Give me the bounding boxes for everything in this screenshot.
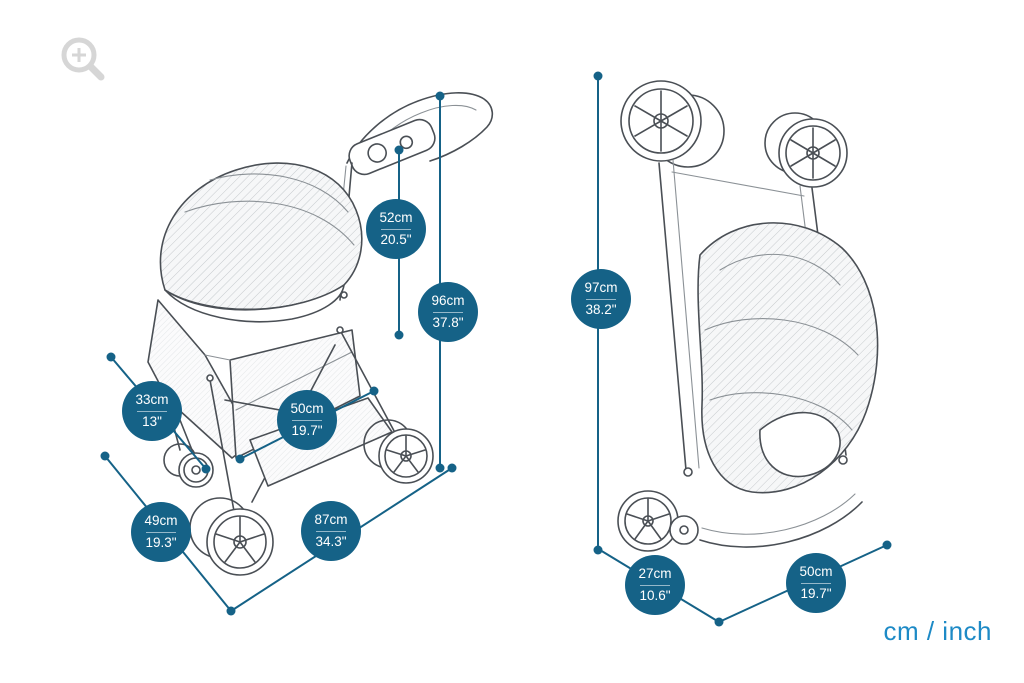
dimension-cm-value: 96cm: [431, 293, 465, 309]
dimension-badge-folded-length: 50cm 19.7": [786, 553, 846, 613]
dimension-cm-value: 50cm: [290, 401, 324, 417]
dimension-cm-value: 33cm: [135, 392, 169, 408]
dimension-inch-value: 38.2": [585, 301, 617, 317]
badge-divider: [433, 311, 463, 313]
badge-divider: [381, 228, 411, 230]
dimension-badge-base-width: 49cm 19.3": [131, 502, 191, 562]
dimension-inch-value: 19.3": [145, 534, 177, 550]
dimension-inch-value: 13": [142, 413, 162, 429]
dimension-cm-value: 49cm: [144, 513, 178, 529]
badge-divider: [316, 530, 346, 532]
unit-label: cm / inch: [883, 616, 992, 646]
dimension-inch-value: 34.3": [315, 533, 347, 549]
dimension-inch-value: 37.8": [432, 314, 464, 330]
stroller-open-illustration: [147, 92, 494, 576]
badge-divider: [586, 298, 616, 300]
folded-canopy: [697, 222, 879, 494]
stroller-wheels: [163, 419, 434, 576]
dimension-badge-cabin-width: 50cm 19.7": [277, 390, 337, 450]
dimension-inch-value: 19.7": [291, 422, 323, 438]
dimension-inch-value: 20.5": [380, 231, 412, 247]
badge-divider: [146, 531, 176, 533]
dimension-cm-value: 87cm: [314, 512, 348, 528]
folded-top-wheels: [620, 80, 848, 188]
zoom-icon[interactable]: [61, 37, 105, 81]
folded-bottom-wheels: [617, 490, 863, 552]
stroller-handle: [330, 92, 494, 303]
badge-divider: [292, 419, 322, 421]
dimension-badge-handle-height: 96cm 37.8": [418, 282, 478, 342]
dimension-badge-cabin-depth: 33cm 13": [122, 381, 182, 441]
dimension-badge-handle-width: 52cm 20.5": [366, 199, 426, 259]
dimension-badge-folded-depth: 27cm 10.6": [625, 555, 685, 615]
dimension-cm-value: 52cm: [379, 210, 413, 226]
badge-divider: [640, 584, 670, 586]
badge-divider: [137, 410, 167, 412]
dimension-cm-value: 97cm: [584, 280, 618, 296]
dimension-cm-value: 50cm: [799, 564, 833, 580]
dimension-badge-folded-height: 97cm 38.2": [571, 269, 631, 329]
dimension-inch-value: 19.7": [800, 585, 832, 601]
badge-divider: [801, 582, 831, 584]
stroller-canopy: [159, 162, 363, 323]
dimension-cm-value: 27cm: [638, 566, 672, 582]
dimension-inch-value: 10.6": [639, 587, 671, 603]
stroller-folded-illustration: [617, 80, 879, 552]
dimension-badge-base-length: 87cm 34.3": [301, 501, 361, 561]
